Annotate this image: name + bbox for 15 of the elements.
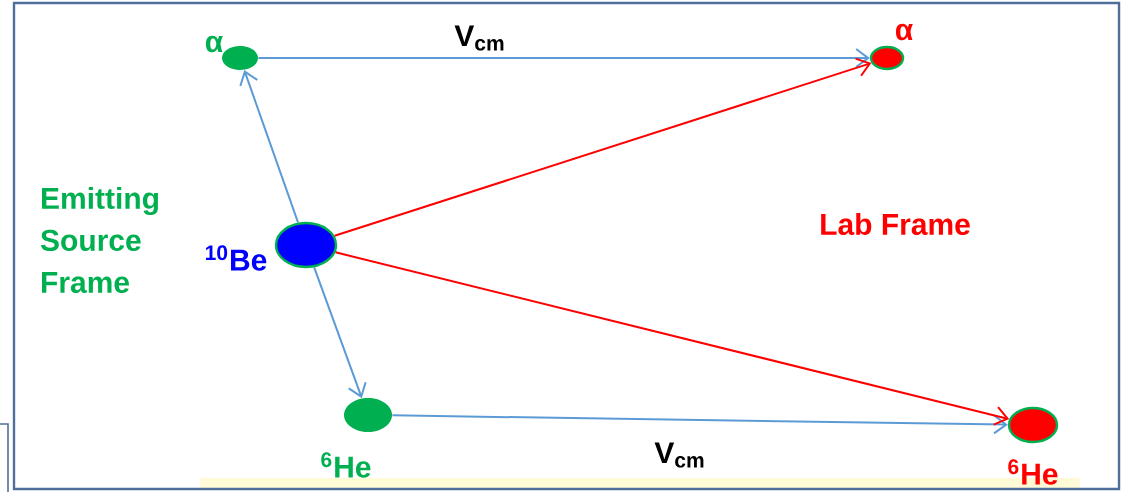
particle-label: α (205, 35, 223, 53)
frame-label: Emitting Source Frame (40, 187, 158, 293)
particle-label: $^{6}$He (1008, 459, 1058, 485)
arrow (313, 266, 367, 399)
particle-label: $^{6}$He (321, 452, 371, 478)
arrow (334, 251, 1010, 426)
particle-label: $^{10}$Be (205, 245, 267, 271)
edge-label: V$_{cm}$ (652, 440, 708, 470)
particle-label: α (895, 23, 913, 41)
arrow (239, 70, 300, 224)
arrow (257, 48, 870, 68)
frame-label: Lab Frame (821, 213, 970, 235)
arrow (391, 414, 1008, 435)
edge-label: V$_{cm}$ (452, 23, 508, 53)
arrow (333, 57, 872, 237)
